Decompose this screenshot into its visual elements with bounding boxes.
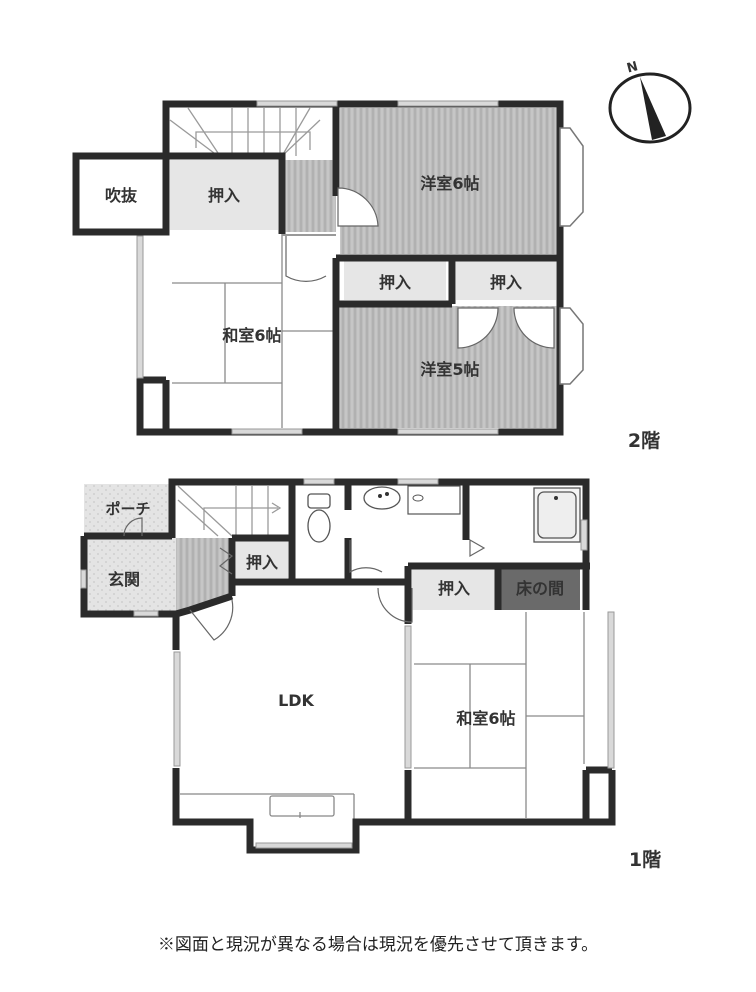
room-label-ldk: LDK xyxy=(278,691,314,710)
compass-north-icon: N xyxy=(608,59,692,144)
tatami-1f xyxy=(414,612,585,818)
room-label-youshitsu6: 洋室6帖 xyxy=(420,174,479,193)
washbasin-icon xyxy=(363,485,461,515)
room-label-genkan: 玄関 xyxy=(108,570,140,589)
room-label-youshitsu5: 洋室5帖 xyxy=(420,360,479,379)
room-label-tokonoma: 床の間 xyxy=(516,579,564,598)
closet-2f-a-floor xyxy=(170,160,278,230)
stairs-1f xyxy=(177,485,282,537)
hallway-2f-floor xyxy=(282,160,336,232)
tatami-2f xyxy=(172,234,336,428)
tokonoma-floor xyxy=(500,566,580,610)
room-youshitsu6-floor xyxy=(340,108,558,254)
genkan-floor xyxy=(84,538,176,614)
walls-1f xyxy=(80,478,616,854)
room-label-oshiire-2f-a: 押入 xyxy=(208,186,240,205)
closet-2f-b-floor xyxy=(344,260,446,300)
room-label-washitsu-2f: 和室6帖 xyxy=(222,326,281,345)
closet-1f-b-floor xyxy=(412,566,498,610)
doors-1f xyxy=(123,517,486,641)
room-label-porch: ポーチ xyxy=(105,500,150,518)
windows-2f xyxy=(136,100,499,435)
room-label-oshiire-1f-b: 押入 xyxy=(438,579,470,598)
floor-label-2f: 2階 xyxy=(628,430,660,452)
porch-floor xyxy=(84,484,172,536)
floor-1-plan: ポーチ 玄関 押入 LDK 押入 床の間 和室6帖 1階 xyxy=(80,478,661,871)
floor-2-plan: 吹抜 押入 和室6帖 洋室6帖 押入 押入 洋室5帖 2階 xyxy=(72,100,660,452)
room-label-oshiire-2f-c: 押入 xyxy=(490,273,522,292)
bathtub-icon xyxy=(533,487,581,543)
kitchen-counter xyxy=(180,793,355,820)
room-label-fukinuke: 吹抜 xyxy=(105,186,138,205)
room-label-washitsu-1f: 和室6帖 xyxy=(456,709,515,728)
floor-label-1f: 1階 xyxy=(629,849,661,871)
doors-2f xyxy=(285,187,555,349)
stairs-2f xyxy=(169,107,321,157)
bay-windows-2f xyxy=(559,127,584,385)
room-label-oshiire-1f-a: 押入 xyxy=(246,553,278,572)
toilet-icon xyxy=(307,493,331,543)
closet-1f-a-floor xyxy=(236,540,288,578)
entry-hall-floor xyxy=(176,538,232,612)
compass-label: N xyxy=(625,59,639,76)
disclaimer-note: ※図面と現況が異なる場合は現況を優先させて頂きます。 xyxy=(157,935,599,955)
room-label-oshiire-2f-b: 押入 xyxy=(379,273,411,292)
closet-2f-c-floor xyxy=(456,260,556,300)
windows-1f xyxy=(80,478,615,849)
